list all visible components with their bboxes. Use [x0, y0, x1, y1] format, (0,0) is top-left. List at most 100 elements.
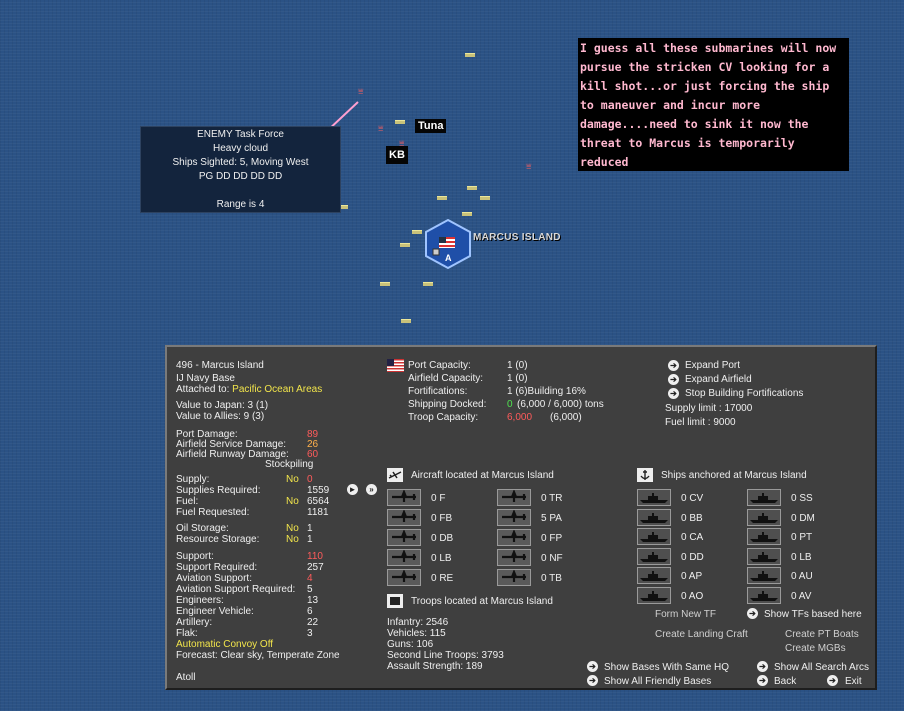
- aircraft-count-re: 0 RE: [431, 573, 454, 584]
- ship-marker[interactable]: [395, 120, 405, 124]
- attached-hq-link[interactable]: Pacific Ocean Areas: [232, 384, 323, 395]
- aircraft-slot-f[interactable]: [387, 489, 421, 506]
- aircraft-slot-fb[interactable]: [387, 509, 421, 526]
- exit-button[interactable]: Exit: [845, 676, 862, 687]
- aircraft-icon: [387, 468, 403, 482]
- exit-arrow-icon[interactable]: ➔: [827, 675, 838, 686]
- ship-slot-dm[interactable]: [747, 508, 781, 526]
- base-map-label[interactable]: MARCUS ISLAND: [473, 232, 561, 243]
- create-landing-craft-button[interactable]: Create Landing Craft: [655, 629, 748, 640]
- plane-icon: [392, 550, 416, 562]
- stop-building-fortifications-button[interactable]: Stop Building Fortifications: [685, 388, 804, 399]
- form-new-tf-button[interactable]: Form New TF: [655, 609, 716, 620]
- search-arcs-arrow-icon[interactable]: ➔: [757, 661, 768, 672]
- show-tfs-based-here-button[interactable]: Show TFs based here: [764, 609, 862, 620]
- stop-fortifications-arrow-icon[interactable]: ➔: [668, 388, 679, 399]
- expand-port-arrow-icon[interactable]: ➔: [668, 360, 679, 371]
- ship-slot-au[interactable]: [747, 567, 781, 584]
- ship-silhouette-icon: [750, 532, 778, 542]
- supplies-required-value: 1559: [307, 485, 330, 496]
- troop-capacity-value: 6,000: [507, 412, 533, 423]
- expand-port-button[interactable]: Expand Port: [685, 360, 741, 371]
- ship-count-pt: 0 PT: [791, 532, 813, 543]
- ship-marker[interactable]: [462, 212, 472, 216]
- oil-storage-toggle[interactable]: No: [286, 523, 299, 534]
- create-mgbs-button[interactable]: Create MGBs: [785, 643, 846, 654]
- aircraft-section-header[interactable]: Aircraft located at Marcus Island: [411, 470, 554, 481]
- ship-count-cv: 0 CV: [681, 493, 704, 504]
- ship-marker[interactable]: [467, 186, 477, 190]
- ship-marker[interactable]: [380, 282, 390, 286]
- ship-silhouette-icon: [750, 512, 778, 523]
- show-all-search-arcs-button[interactable]: Show All Search Arcs: [774, 662, 870, 673]
- ship-slot-ap[interactable]: [637, 567, 671, 584]
- plane-icon: [502, 530, 526, 542]
- port-capacity-value: 1 (0): [507, 360, 528, 371]
- engineer-vehicle-label: Engineer Vehicle:: [176, 606, 254, 617]
- show-all-friendly-bases-button[interactable]: Show All Friendly Bases: [604, 676, 712, 687]
- expand-airfield-button[interactable]: Expand Airfield: [685, 374, 752, 385]
- base-hex-icon[interactable]: [425, 219, 471, 269]
- aircraft-slot-tr[interactable]: [497, 489, 531, 506]
- port-damage-label: Port Damage:: [176, 429, 238, 440]
- troops-second-line: Second Line Troops: 3793: [387, 650, 504, 661]
- fast-forward-icon[interactable]: »: [366, 484, 377, 495]
- troops-section-header[interactable]: Troops located at Marcus Island: [411, 596, 553, 607]
- ship-slot-lb[interactable]: [747, 547, 781, 565]
- oil-storage-value: 1: [307, 523, 313, 534]
- aircraft-slot-lb[interactable]: [387, 549, 421, 566]
- aircraft-slot-pa[interactable]: [497, 509, 531, 526]
- show-friendly-bases-arrow-icon[interactable]: ➔: [587, 675, 598, 686]
- show-bases-with-same-hq-button[interactable]: Show Bases With Same HQ: [604, 662, 730, 673]
- ship-slot-cv[interactable]: [637, 489, 671, 506]
- show-tfs-arrow-icon[interactable]: ➔: [747, 608, 758, 619]
- enemy-submarine-icon[interactable]: ⩸: [378, 123, 384, 133]
- shipping-docked-label: Shipping Docked:: [408, 399, 487, 410]
- create-pt-boats-button[interactable]: Create PT Boats: [785, 629, 859, 640]
- ship-marker[interactable]: [480, 196, 490, 200]
- play-arrow-icon[interactable]: ►: [347, 484, 358, 495]
- aircraft-slot-nf[interactable]: [497, 549, 531, 566]
- enemy-submarine-icon[interactable]: ⩸: [526, 161, 532, 171]
- ship-marker[interactable]: [465, 53, 475, 57]
- troop-capacity-label: Troop Capacity:: [408, 412, 479, 423]
- enemy-submarine-icon[interactable]: ⩸: [399, 138, 405, 148]
- ship-slot-pt[interactable]: [747, 528, 781, 545]
- aircraft-slot-fp[interactable]: [497, 529, 531, 546]
- ship-marker[interactable]: [437, 196, 447, 200]
- aircraft-count-tb: 0 TB: [541, 573, 562, 584]
- fuel-stockpile-toggle[interactable]: No: [286, 496, 299, 507]
- resource-storage-toggle[interactable]: No: [286, 534, 299, 545]
- back-arrow-icon[interactable]: ➔: [757, 675, 768, 686]
- ship-marker[interactable]: [423, 282, 433, 286]
- ship-slot-av[interactable]: [747, 586, 781, 604]
- aircraft-slot-tb[interactable]: [497, 569, 531, 586]
- support-value: 110: [307, 551, 323, 562]
- show-bases-hq-arrow-icon[interactable]: ➔: [587, 661, 598, 672]
- ship-slot-dd[interactable]: [637, 547, 671, 565]
- aircraft-slot-db[interactable]: [387, 529, 421, 546]
- supply-stockpile-toggle[interactable]: No: [286, 474, 299, 485]
- automatic-convoy-toggle[interactable]: Automatic Convoy Off: [176, 639, 274, 650]
- ship-slot-ca[interactable]: [637, 528, 671, 545]
- ship-slot-bb[interactable]: [637, 508, 671, 526]
- ship-marker[interactable]: [400, 243, 410, 247]
- ships-section-header[interactable]: Ships anchored at Marcus Island: [661, 470, 807, 481]
- aircraft-slot-re[interactable]: [387, 569, 421, 586]
- plane-icon: [392, 490, 416, 502]
- anchor-icon: [637, 468, 653, 482]
- ship-slot-ao[interactable]: [637, 586, 671, 604]
- hex-letter: A: [445, 253, 452, 263]
- fortifications-label: Fortifications:: [408, 386, 468, 397]
- ship-slot-ss[interactable]: [747, 489, 781, 506]
- airfield-service-damage-value: 26: [307, 439, 319, 450]
- enemy-submarine-icon[interactable]: ⩸: [358, 86, 364, 96]
- ship-marker[interactable]: [401, 319, 411, 323]
- back-button[interactable]: Back: [774, 676, 797, 687]
- expand-airfield-arrow-icon[interactable]: ➔: [668, 374, 679, 385]
- ship-marker[interactable]: [412, 230, 422, 234]
- attached-to: Attached to: Pacific Ocean Areas: [176, 384, 322, 395]
- ship-marker[interactable]: [338, 205, 348, 209]
- troops-flag-icon: [387, 594, 403, 608]
- artillery-label: Artillery:: [176, 617, 213, 628]
